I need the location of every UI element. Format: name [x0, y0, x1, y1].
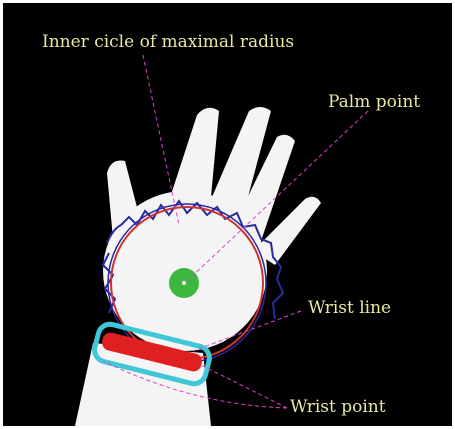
wrist-line-label: Wrist line: [308, 300, 391, 317]
palm-point-label: Palm point: [328, 94, 420, 111]
wrist-point-label: Wrist point: [290, 399, 386, 416]
hand-figure: [3, 3, 452, 426]
hand-diagram: [3, 3, 452, 426]
inner-circle-label: Inner cicle of maximal radius: [42, 34, 294, 51]
